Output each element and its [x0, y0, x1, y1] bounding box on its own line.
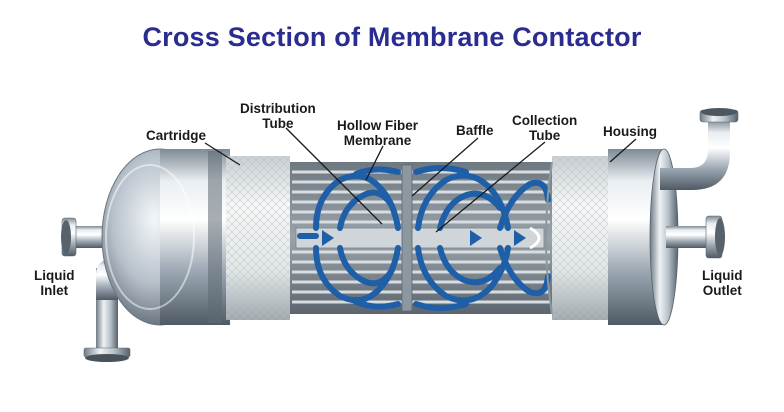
label-distribution-line2: Tube — [262, 116, 294, 131]
outlet-nozzle — [666, 215, 725, 259]
label-outlet-line1: Liquid — [702, 268, 743, 283]
label-housing-text: Housing — [603, 124, 657, 139]
outlet-top-pipe — [660, 108, 739, 190]
label-baffle-text: Baffle — [456, 123, 494, 138]
label-outlet-line2: Outlet — [702, 283, 742, 298]
label-inlet-line1: Liquid — [34, 268, 75, 283]
label-collection-line2: Tube — [529, 128, 561, 143]
label-cartridge: Cartridge — [146, 128, 206, 143]
diagram-title: Cross Section of Membrane Contactor — [142, 22, 642, 52]
label-liquid-inlet: Liquid Inlet — [34, 268, 75, 298]
label-hollow-fiber-line2: Membrane — [343, 133, 412, 148]
left-cartridge-band — [226, 156, 290, 320]
label-hollow-fiber-membrane: Hollow Fiber Membrane — [337, 118, 418, 148]
label-collection-tube: Collection Tube — [512, 113, 577, 143]
label-distribution-tube: Distribution Tube — [240, 101, 316, 131]
label-inlet-line2: Inlet — [40, 283, 69, 298]
label-cartridge-text: Cartridge — [146, 128, 207, 143]
label-housing: Housing — [603, 124, 657, 139]
fiber-bundle-cutaway — [290, 162, 552, 314]
label-baffle: Baffle — [456, 123, 494, 138]
leader-lines — [204, 127, 637, 233]
label-hollow-fiber-line1: Hollow Fiber — [337, 118, 418, 133]
label-liquid-outlet: Liquid Outlet — [702, 268, 743, 298]
left-end-cap — [101, 148, 230, 326]
label-collection-line1: Collection — [512, 113, 578, 128]
right-cartridge-band — [545, 156, 614, 320]
right-housing — [608, 148, 679, 326]
label-distribution-line1: Distribution — [240, 101, 316, 116]
